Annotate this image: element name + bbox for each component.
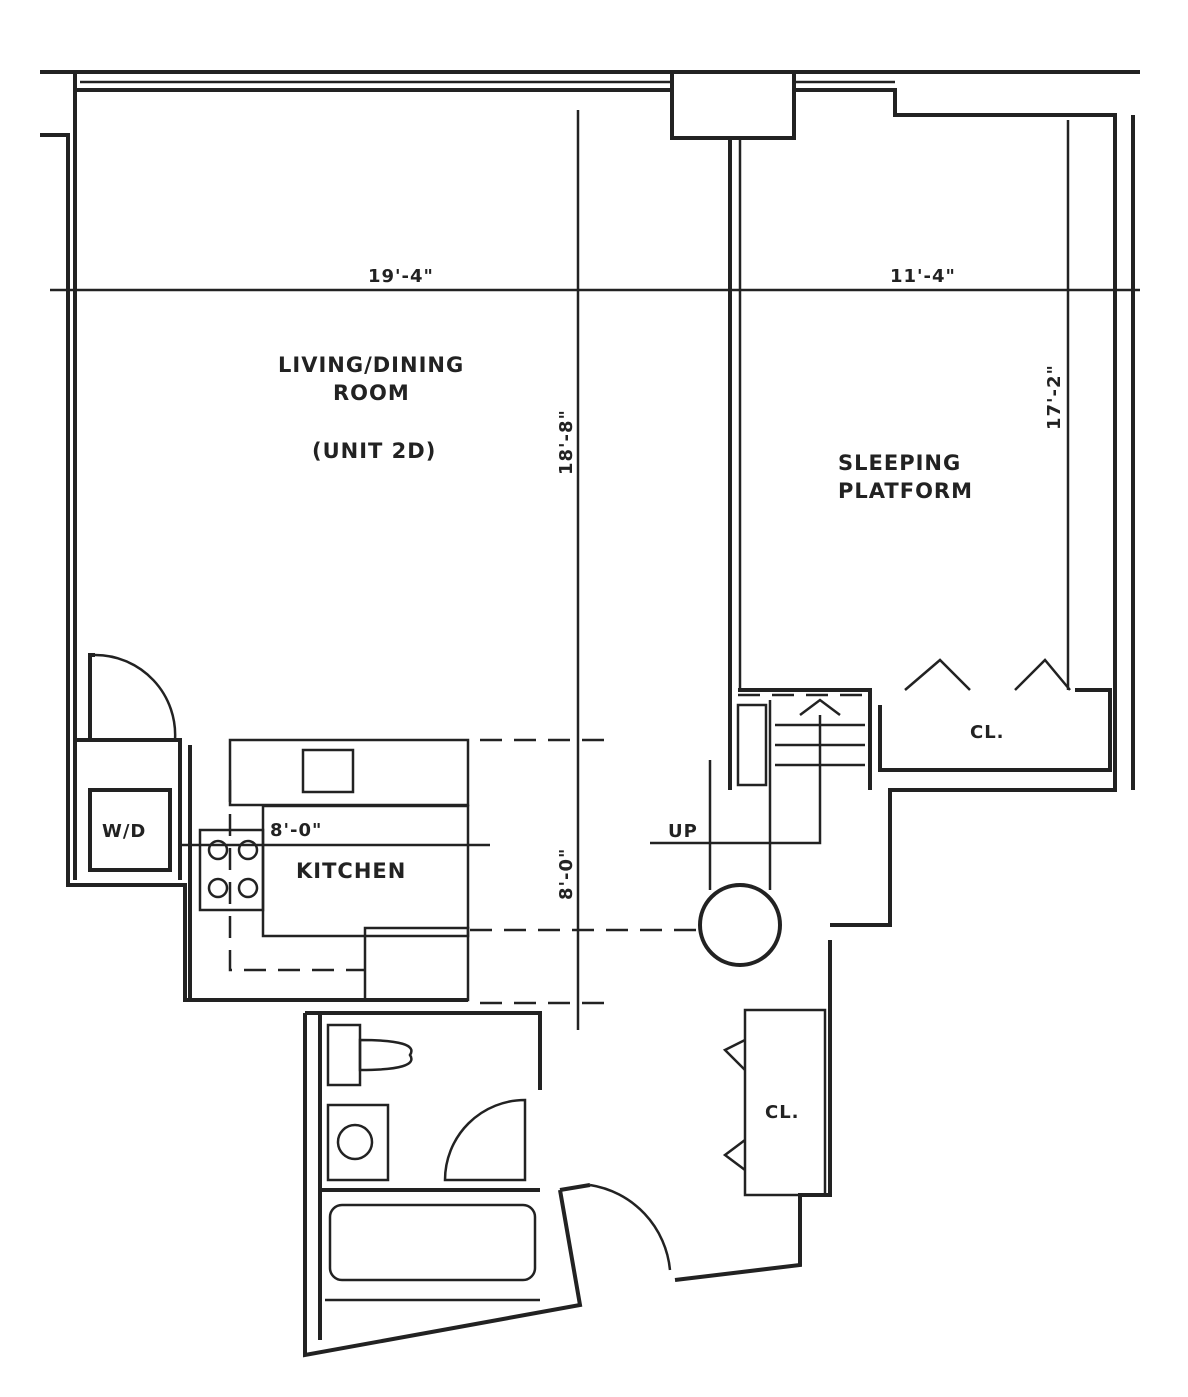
sleeping-platform-label-line1: SLEEPING [838, 451, 961, 475]
kitchen [188, 738, 470, 1002]
wd-closet [75, 653, 182, 880]
bathroom [303, 1011, 583, 1358]
living-room-label-line2: ROOM [333, 381, 410, 405]
dimension-lines [50, 110, 1140, 1030]
unit-label: (UNIT 2D) [312, 439, 436, 463]
closet-upper-label: CL. [970, 722, 1005, 743]
stove-icon [198, 828, 265, 912]
entry [559, 883, 832, 1282]
washer-dryer-label: W/D [102, 821, 146, 842]
dim-living-depth: 18'-8" [556, 409, 577, 475]
stairs-up-label: UP [668, 821, 698, 842]
dim-kitchen-width: 8'-0" [270, 820, 322, 841]
exterior-walls [40, 70, 1140, 1002]
dim-sleeping-depth: 17'-2" [1044, 364, 1065, 430]
sink-icon [301, 748, 355, 794]
living-room-label-line1: LIVING/DINING [278, 353, 464, 377]
sleeping-platform-label-line2: PLATFORM [838, 479, 973, 503]
dim-kitchen-depth: 8'-0" [556, 848, 577, 900]
closet-lower-label: CL. [765, 1102, 800, 1123]
stairs [650, 658, 1071, 890]
dim-living-width: 19'-4" [368, 266, 434, 287]
lavatory-icon [336, 1123, 374, 1161]
bathtub-icon [328, 1203, 537, 1282]
toilet-icon [358, 1038, 413, 1072]
kitchen-label: KITCHEN [296, 859, 406, 883]
dim-sleeping-width: 11'-4" [890, 266, 956, 287]
